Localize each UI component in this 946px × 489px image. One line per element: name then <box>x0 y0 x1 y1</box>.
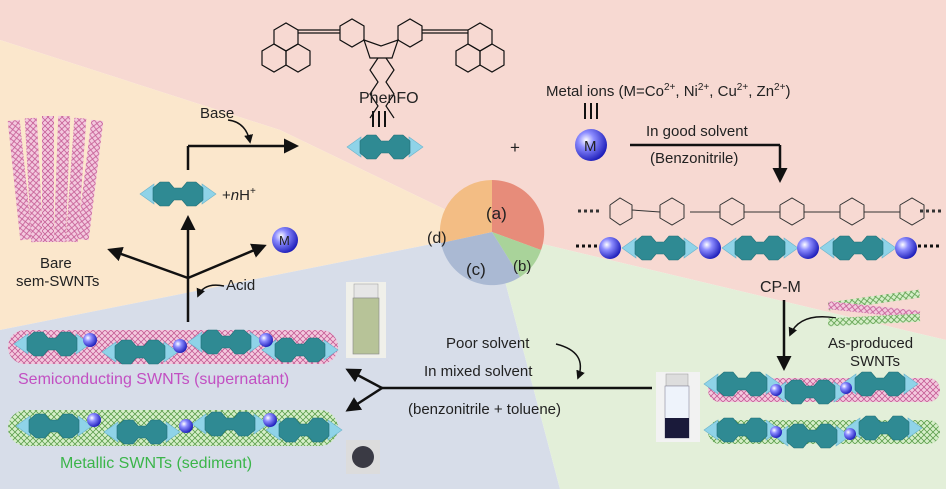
semiconducting-label: Semiconducting SWNTs (supernatant) <box>18 371 289 388</box>
metal-ions-label: Metal ions (M=Co2+, Ni2+, Cu2+, Zn2+) <box>546 82 790 100</box>
proton-label: +nH+ <box>222 186 256 204</box>
cp-m-structure <box>578 197 944 226</box>
bare-label-line2: sem-SWNTs <box>16 273 99 290</box>
dispersed-tubes-right <box>703 371 940 449</box>
cp-m-chain <box>576 235 942 261</box>
plus-sign: + <box>510 138 520 157</box>
sector-d-label: (d) <box>427 230 447 247</box>
acid-label: Acid <box>226 277 255 294</box>
released-metal-icon <box>272 227 298 253</box>
sector-b-label: (b) <box>513 258 531 275</box>
semiconducting-tube <box>8 329 339 365</box>
metallic-label: Metallic SWNTs (sediment) <box>60 455 252 472</box>
phenfo-structure <box>261 18 505 119</box>
metal-symbol: M <box>584 138 597 155</box>
sector-a-label: (a) <box>486 204 507 223</box>
phenfo-label: PhenFO <box>359 90 419 107</box>
pie-sector-b <box>492 232 541 277</box>
good-solvent-label: In good solvent <box>646 123 749 140</box>
released-metal-symbol: M <box>279 233 290 248</box>
to-metal-arrow <box>187 243 267 280</box>
acid-curve-arrow <box>196 284 225 298</box>
as-produced-line1: As-produced <box>828 335 913 352</box>
vial-sediment <box>346 440 380 474</box>
to-bare-arrow <box>107 246 189 280</box>
base-curve-arrow <box>227 119 253 144</box>
pie-sector-c <box>441 232 520 286</box>
metal-ion-icon <box>575 129 607 161</box>
poor-solvent-label: Poor solvent <box>446 335 530 352</box>
sector-c-label: (c) <box>466 260 486 279</box>
vial-mixed <box>656 372 700 442</box>
bare-label-line1: Bare <box>40 255 72 272</box>
bare-swnt-bundle <box>7 115 104 243</box>
poor-solvent-curve-arrow <box>555 343 585 380</box>
base-label: Base <box>200 105 234 122</box>
pie-sector-a <box>492 179 545 250</box>
metal-equivalence <box>584 103 598 119</box>
phenfo-equivalence <box>372 111 386 127</box>
split-arrow-down <box>345 386 383 412</box>
mixed-solvent-label: In mixed solvent <box>424 363 533 380</box>
cp-m-label: CP-M <box>760 279 801 296</box>
mixed-solvent-detail: (benzonitrile + toluene) <box>408 401 561 418</box>
metallic-tube <box>8 410 343 446</box>
as-produced-line2: SWNTs <box>850 353 900 370</box>
pie-sector-d <box>439 179 492 243</box>
vial-supernatant <box>346 282 386 358</box>
benzonitrile-label: (Benzonitrile) <box>650 150 738 167</box>
as-produced-curve-arrow <box>788 316 837 337</box>
central-pie: (a) (b) (c) (d) <box>427 179 545 286</box>
as-produced-swnts-icon <box>827 289 921 327</box>
split-arrow-up <box>345 368 383 390</box>
